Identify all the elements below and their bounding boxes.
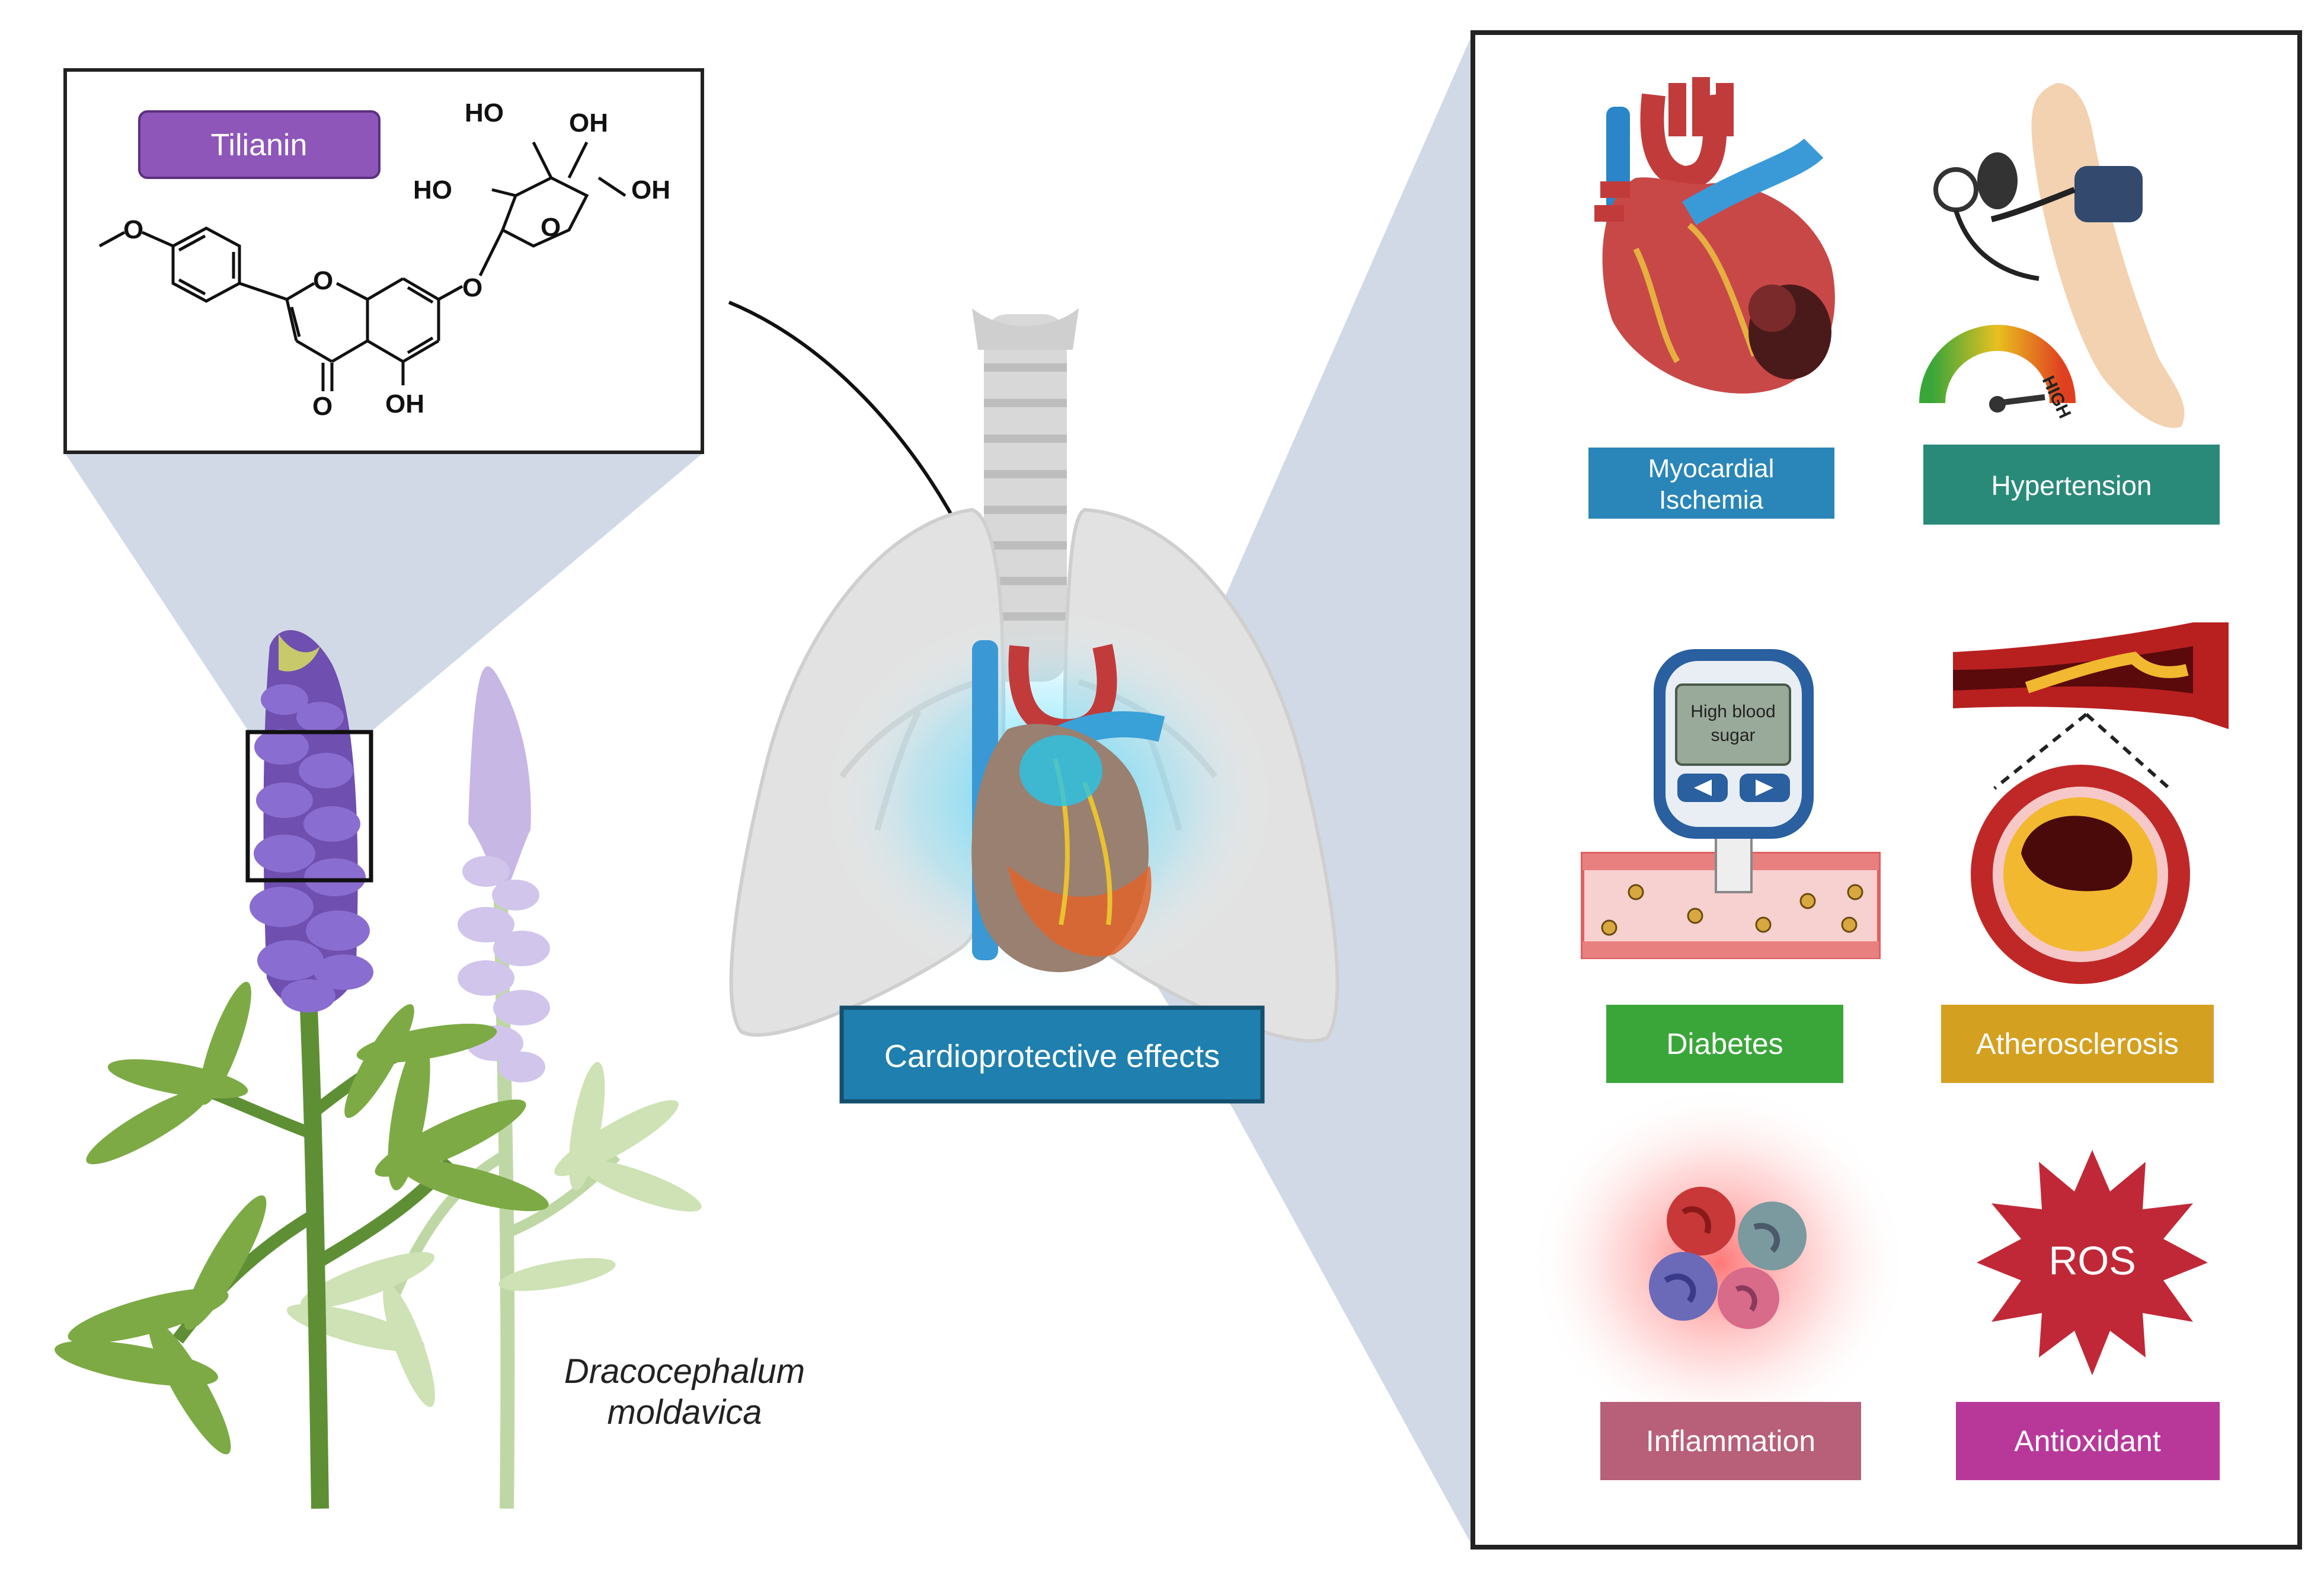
tilianin-molecule xyxy=(98,141,626,391)
atom-ho-left: HO xyxy=(413,175,452,205)
plant-name-line2: moldavica xyxy=(607,1393,762,1432)
antioxidant-badge xyxy=(1956,1402,2220,1480)
diabetes-badge xyxy=(1606,1005,1843,1083)
inflammation-cells-icon xyxy=(1529,1085,1909,1440)
atom-o-link: O xyxy=(462,273,482,302)
hypertension-badge xyxy=(1923,445,2220,525)
atherosclerosis-badge xyxy=(1941,1005,2214,1083)
plant-name-line1: Dracocephalum xyxy=(564,1352,805,1391)
heart-icon xyxy=(1594,77,1835,394)
tilianin-badge xyxy=(138,110,381,179)
ros-burst-icon: ROS xyxy=(1977,1150,2208,1375)
atom-o-pyran: O xyxy=(313,266,333,295)
myocardial-label-line1: Myocardial xyxy=(1648,454,1775,483)
tilianin-label: Tilianin xyxy=(211,128,308,162)
atom-o-ring: O xyxy=(541,213,561,242)
zoom-wedge-plant xyxy=(65,453,702,732)
cardioprotective-badge xyxy=(839,1005,1265,1104)
flower-florets xyxy=(250,684,373,1012)
atom-o-methoxy: O xyxy=(123,215,143,244)
meter-text-line2: sugar xyxy=(1711,726,1755,745)
plant-illustration: Dracocephalum moldavica xyxy=(55,630,805,1509)
ros-label: ROS xyxy=(2048,1238,2136,1283)
back-plant xyxy=(286,666,702,1509)
plant-leaves xyxy=(55,982,549,1455)
glucometer-icon: High blood sugar xyxy=(1581,649,1881,959)
atom-oh-top: OH xyxy=(569,108,608,138)
inflammation-label: Inflammation xyxy=(1646,1424,1815,1458)
atom-ho-top: HO xyxy=(465,98,504,127)
inflammation-badge xyxy=(1600,1402,1861,1480)
myocardial-label-line2: Ischemia xyxy=(1659,485,1764,515)
hypertension-label: Hypertension xyxy=(1991,470,2152,501)
myocardial-badge xyxy=(1588,448,1834,519)
pointer-arrow xyxy=(728,301,965,538)
cardioprotective-label: Cardioprotective effects xyxy=(884,1039,1220,1074)
blood-pressure-icon: HIGH xyxy=(1919,83,2185,428)
atherosclerosis-label: Atherosclerosis xyxy=(1976,1027,2179,1060)
artery-plaque-icon xyxy=(1953,622,2229,984)
diabetes-label: Diabetes xyxy=(1666,1027,1783,1060)
antioxidant-label: Antioxidant xyxy=(2014,1424,2160,1458)
lungs-heart-illustration xyxy=(729,308,1340,1043)
atom-oh-right: OH xyxy=(631,175,670,205)
meter-text-line1: High blood xyxy=(1690,702,1775,721)
atom-o-keto: O xyxy=(312,392,333,421)
zoom-frame xyxy=(245,730,373,883)
atom-oh-bottom: OH xyxy=(385,389,424,418)
structure-panel: Tilianin xyxy=(63,68,704,454)
